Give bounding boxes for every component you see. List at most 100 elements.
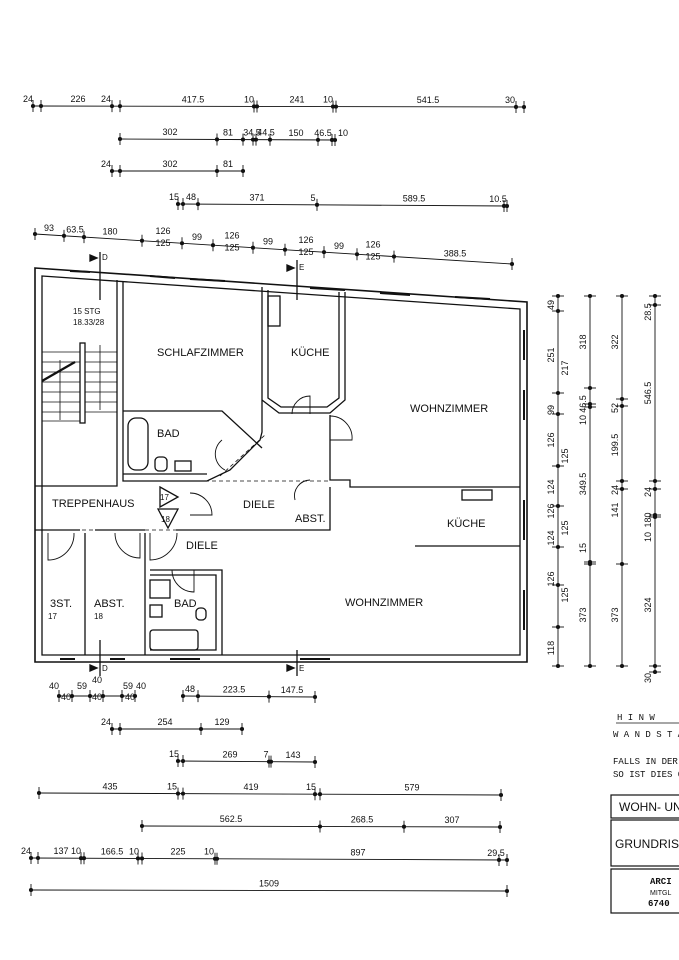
dim-right-3-label: 141 [610, 502, 620, 517]
dim-right-2-label: 318 [578, 334, 588, 349]
dim-top-1-dot [333, 104, 339, 109]
dim-top-5-label: 180 [102, 227, 117, 237]
dim-right-2-label: 349.5 [578, 473, 588, 496]
room-labels: SCHLAFZIMMER KÜCHE WOHNZIMMER BAD TREPPE… [48, 253, 488, 673]
dim-bottom-7-dot [28, 887, 34, 893]
dim-bottom-7-label: 1509 [259, 879, 279, 889]
dim-top-5-dot [354, 252, 360, 257]
stairs-count: 15 STG [73, 307, 101, 316]
dim-top-5-label: 99 [263, 237, 273, 247]
dim-bottom-1b-dot [312, 694, 318, 700]
dim-right-3-dot [619, 403, 625, 409]
dim-right-1-dot [555, 411, 561, 417]
dim-right-1-dot [555, 544, 561, 550]
step-18: 18 [161, 515, 170, 524]
dim-top-2-dot [240, 137, 246, 142]
dim-bottom-4-dot [175, 791, 181, 796]
dim-bottom-5-dot [401, 824, 407, 829]
title-block-zip: 6740 [648, 899, 670, 909]
dim-bottom-4-dot [180, 791, 186, 796]
dim-right-1-label: 99 [546, 405, 556, 415]
dim-right-2-dot [587, 385, 593, 391]
dim-top-2-label: 44.5 [257, 128, 275, 138]
dim-bottom-6-label: 10 [129, 846, 139, 856]
room-label-abstellraum-17: 3ST. [50, 598, 72, 610]
dim-bottom-1a-label: 59 [123, 681, 133, 691]
dim-bottom-4-dot [312, 792, 318, 797]
dim-top-3-dot [109, 168, 115, 174]
dim-bottom-1b-line [182, 695, 316, 698]
dim-top-5-dot [210, 243, 216, 248]
dim-bottom-2-dot [239, 726, 245, 732]
dim-top-4-dot [175, 201, 181, 207]
dim-top-2-label: 46.5 [314, 128, 332, 138]
dim-top-5-label: 126 [224, 230, 239, 240]
dim-bottom-6-label: 137 [53, 846, 68, 856]
dim-top-5-label: 388.5 [444, 248, 467, 258]
dim-bottom-6-line [30, 857, 508, 861]
dim-right-1-dot [555, 390, 561, 396]
dim-top-5-label: 93 [44, 223, 54, 233]
title-block-drawing: GRUNDRIS [615, 837, 679, 851]
dim-bottom-2-dot [109, 726, 115, 732]
dim-bottom-6-dot [135, 856, 141, 861]
room-label-bad-2: BAD [174, 598, 197, 610]
dim-right-1-label: 126 [546, 432, 556, 447]
dim-top-4-line [177, 203, 508, 207]
dim-bottom-6-label: 24 [21, 846, 31, 856]
room-number-17: 17 [48, 612, 57, 621]
dim-top-5-dot [32, 231, 38, 237]
dim-top-1-label: 417.5 [182, 94, 205, 104]
dim-right-1-dot [555, 624, 561, 630]
dim-right-3-dot [619, 293, 625, 299]
dim-bottom-6-dot [81, 856, 87, 861]
dim-top-4-label: 15 [169, 192, 179, 202]
dim-top-5-label: 99 [334, 241, 344, 251]
dim-right-1-label: 126 [546, 571, 556, 586]
section-marker-e-bottom: E [299, 664, 304, 673]
dim-right-4-label: 324 [643, 597, 653, 612]
room-label-kueche: KÜCHE [291, 347, 330, 359]
dim-bottom-1a-label: 40 [125, 692, 135, 702]
dim-top-5-line [34, 233, 513, 265]
dim-top-1-dot [30, 103, 36, 109]
dim-right-4-label: 30 [643, 673, 653, 683]
dim-right-4-label: 10 [643, 532, 653, 542]
section-marker-d: D [102, 253, 108, 262]
dim-bottom-3-label: 7 [263, 750, 268, 760]
dim-top-2-label: 10 [338, 128, 348, 138]
room-label-abstellraum: ABST. [295, 513, 326, 525]
dim-bottom-3-line [177, 760, 316, 763]
dim-top-2-label: 34.5 [243, 128, 261, 138]
dim-right-4-label: 546.5 [643, 382, 653, 405]
dim-top-3-dot [117, 168, 123, 174]
dim-right-1-label: 217 [560, 360, 570, 375]
dim-bottom-4-dot [36, 790, 42, 796]
section-marker-e: E [299, 263, 304, 272]
dim-bottom-1a-dot [132, 693, 138, 699]
dim-bottom-1b-label: 223.5 [223, 684, 246, 694]
dim-right-2-label: 15 [578, 543, 588, 553]
dim-top-4-dot [314, 202, 320, 207]
dim-top-5-label: 125 [298, 247, 313, 257]
room-label-wohnzimmer: WOHNZIMMER [410, 403, 488, 415]
dim-right-1-label: 124 [546, 530, 556, 545]
dim-bottom-6-label: 897 [350, 847, 365, 857]
dim-bottom-4-label: 579 [404, 783, 419, 793]
dim-right-1-label: 49 [546, 300, 556, 310]
dim-right-1-label: 125 [560, 520, 570, 535]
room-label-wohnzimmer-2: WOHNZIMMER [345, 597, 423, 609]
dim-bottom-1a-label: 40 [49, 681, 59, 691]
dim-top-5-label: 125 [224, 242, 239, 252]
dim-right-3-dot [619, 478, 625, 484]
dim-right-1-label: 125 [560, 587, 570, 602]
dim-top-1-label: 541.5 [417, 95, 440, 105]
dim-bottom-1b-dot [195, 694, 201, 699]
dim-bottom-1b-label: 147.5 [281, 685, 304, 695]
dim-top-5-dot [250, 245, 256, 250]
room-label-bad: BAD [157, 428, 180, 440]
title-block-member: MITGL [650, 890, 671, 897]
dim-right-2-label: 46.5 [578, 395, 588, 413]
dim-right-3-label: 373 [610, 607, 620, 622]
